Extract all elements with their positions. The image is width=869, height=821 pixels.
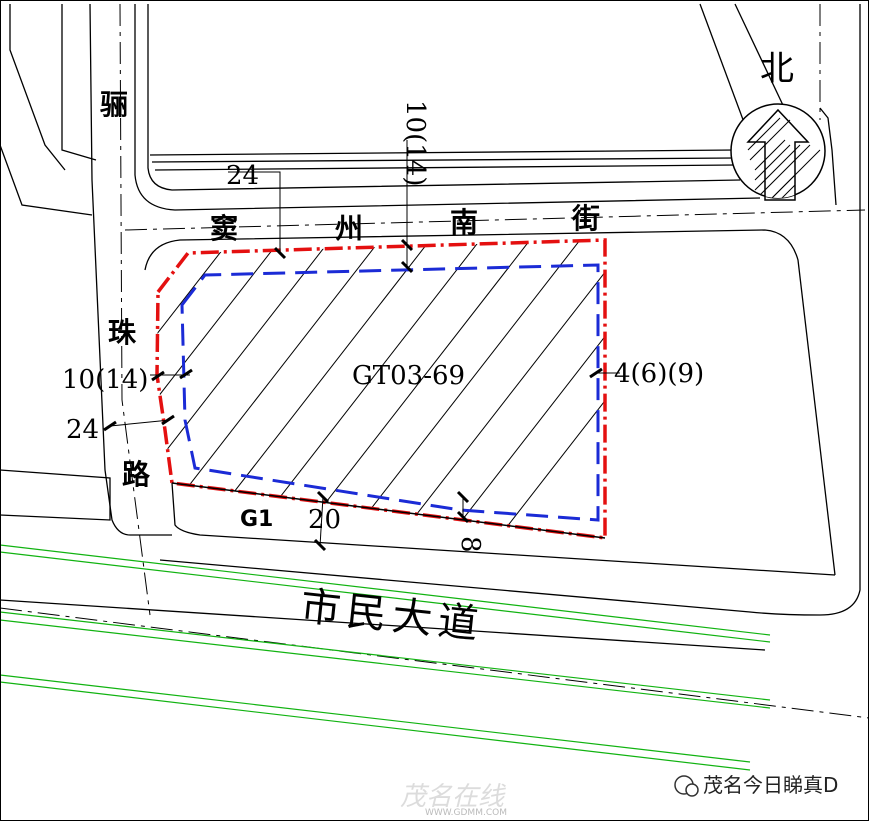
north-street-edge <box>154 164 736 171</box>
dimension-marks <box>103 238 603 552</box>
north-label: 北 <box>760 49 794 89</box>
north-street-edge <box>147 4 741 191</box>
west-road-edge <box>61 4 97 161</box>
block-edge <box>159 4 861 616</box>
west-road-char: 路 <box>122 458 151 491</box>
west-road-char: 珠 <box>108 316 137 349</box>
watermark-account-name: 茂名今日睇真D <box>703 773 838 797</box>
north-street-edge <box>134 4 761 211</box>
building-setback-line <box>180 263 600 522</box>
watermark-site-url: WWW.GDMM.COM <box>425 808 507 818</box>
west-road-edge <box>89 3 172 536</box>
south-boundary-inner <box>171 482 606 539</box>
parcel-boundary <box>155 238 607 540</box>
parcel-id-label: GT03-69 <box>352 361 465 391</box>
east-setback-label: 4(6)(9) <box>614 359 704 389</box>
north-street-edge <box>151 157 736 163</box>
west-road-edge <box>0 144 93 216</box>
north-road-width-label: 24 <box>226 161 259 191</box>
green-belt-lines <box>0 544 771 771</box>
north-street-char: 州 <box>335 212 363 245</box>
south-avenue-centerline <box>0 607 869 719</box>
road-network <box>0 3 861 651</box>
west-road-centerline <box>119 3 151 616</box>
south-road-width-label: 20 <box>308 505 341 535</box>
wechat-icon-inner <box>685 783 699 797</box>
block-edge <box>0 469 111 521</box>
north-street-char: 南 <box>450 206 478 239</box>
south-setback-label: 8 <box>455 536 485 553</box>
ne-road-edge <box>699 3 746 126</box>
block-edge <box>144 229 836 576</box>
north-street-edge <box>149 149 736 156</box>
north-street-char: 窦 <box>210 212 238 245</box>
west-road-width-label: 24 <box>66 415 99 445</box>
watermark-site: 茂名在线 WWW.GDMM.COM <box>400 782 507 818</box>
watermark-account: 茂名今日睇真D <box>674 773 838 797</box>
west-road-char: 骊 <box>100 88 128 121</box>
west-road-edge <box>9 4 66 171</box>
road-centerlines <box>0 3 869 719</box>
watermark-site-name: 茂名在线 <box>400 782 507 812</box>
north-street-centerline <box>124 209 866 231</box>
green-belt-label: G1 <box>240 507 273 532</box>
ne-road-edge <box>734 3 791 121</box>
block-edge <box>171 482 836 576</box>
ne-road-edge <box>819 107 837 206</box>
north-setback-label: 10(14) <box>400 100 430 186</box>
north-street-char: 街 <box>571 202 600 235</box>
west-setback-label: 10(14) <box>62 365 148 395</box>
south-avenue-edge <box>0 599 766 651</box>
south-avenue-label: 市民大道 <box>298 584 486 649</box>
north-arrow: 北 <box>730 49 826 201</box>
dimension-leaders <box>109 140 620 547</box>
